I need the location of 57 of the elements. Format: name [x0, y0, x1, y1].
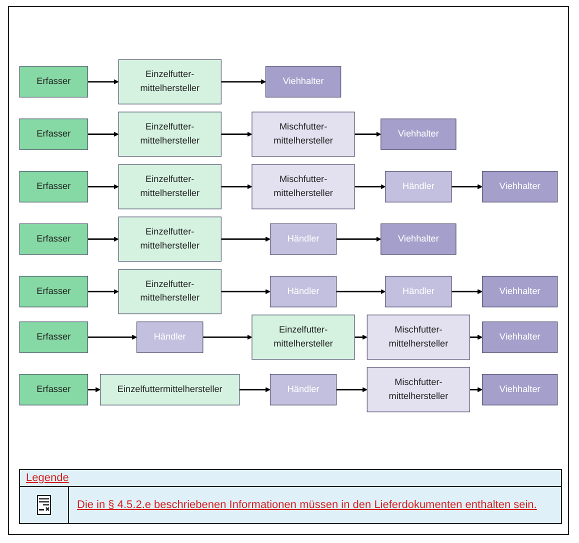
node-box: Einzelfuttermittelhersteller — [100, 374, 240, 406]
arrow — [88, 80, 119, 85]
arrow — [88, 184, 119, 190]
node-box: Einzelfutter-mittelhersteller — [118, 269, 222, 314]
node-box: Mischfutter-mittelhersteller — [366, 314, 470, 360]
arrow — [336, 387, 368, 392]
node-box: Einzelfutter-mittelhersteller — [118, 112, 222, 158]
arrow — [452, 289, 483, 294]
legend-heading: Legende — [26, 472, 69, 484]
arrow — [88, 132, 119, 138]
node-box: Mischfutter-mittelhersteller — [252, 112, 355, 158]
node-box: Einzelfutter-mittelhersteller — [118, 164, 222, 210]
legend-text: Die in § 4.5.2.e beschriebenen Informationen müssen in den Lieferdokumenten enthalten sein. — [76, 499, 538, 511]
arrow — [221, 132, 252, 138]
node-box: Viehhalter — [482, 276, 558, 308]
node-box: Händler — [385, 276, 452, 308]
node-box: Erfasser — [19, 224, 88, 256]
arrow — [354, 334, 368, 340]
arrow — [336, 289, 386, 294]
arrow — [354, 184, 386, 190]
arrow — [336, 236, 382, 242]
node-box: Viehhalter — [265, 66, 342, 98]
node-box: Händler — [270, 276, 337, 308]
arrow — [221, 184, 252, 190]
arrow — [88, 334, 138, 340]
arrow — [221, 289, 270, 294]
node-box: Erfasser — [19, 66, 88, 98]
node-box: Einzelfutter-mittelhersteller — [118, 216, 222, 262]
arrow — [354, 132, 382, 138]
node-box: Viehhalter — [482, 322, 558, 354]
node-box: Viehhalter — [482, 374, 558, 406]
node-box: Erfasser — [19, 118, 88, 150]
arrow — [88, 289, 119, 294]
node-box: Erfasser — [19, 322, 88, 354]
node-box: Viehhalter — [380, 118, 456, 150]
arrow — [221, 236, 270, 242]
arrow — [221, 80, 266, 85]
arrow — [452, 184, 483, 190]
node-box: Händler — [385, 171, 452, 203]
node-box: Händler — [136, 322, 204, 354]
arrow — [470, 387, 483, 392]
node-box: Erfasser — [19, 276, 88, 308]
arrow — [470, 334, 483, 340]
arrow — [88, 236, 119, 242]
node-box: Einzelfutter-mittelhersteller — [252, 314, 355, 360]
node-box: Viehhalter — [482, 171, 558, 203]
node-box: Viehhalter — [380, 224, 456, 256]
node-box: Erfasser — [19, 374, 88, 406]
arrow — [202, 334, 252, 340]
node-box: Händler — [270, 374, 337, 406]
node-box: Erfasser — [19, 171, 88, 203]
node-box: Mischfutter-mittelhersteller — [252, 164, 355, 210]
node-box: Händler — [270, 224, 337, 256]
node-box: Mischfutter-mittelhersteller — [366, 367, 470, 412]
arrow — [239, 387, 270, 392]
node-box: Einzelfutter-mittelhersteller — [118, 60, 222, 105]
arrow — [88, 387, 101, 392]
